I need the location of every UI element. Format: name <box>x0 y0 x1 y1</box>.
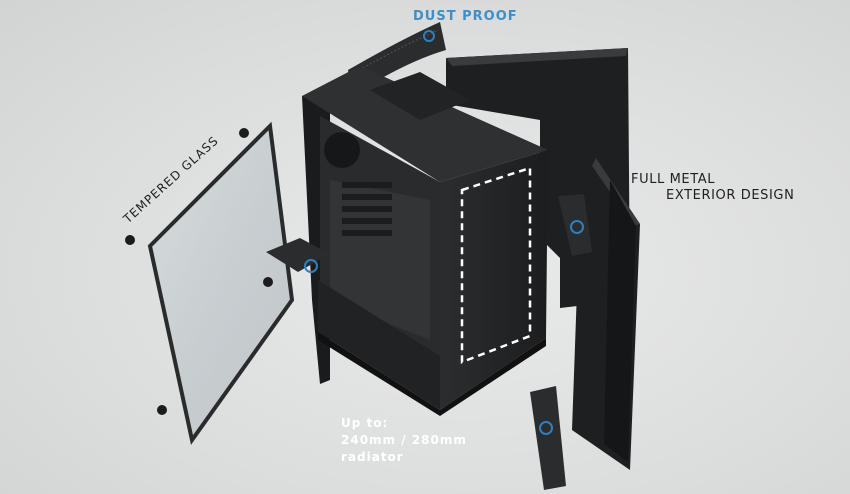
circle-marker-icon <box>539 421 553 435</box>
front-dust-filter-top <box>558 194 592 256</box>
full-metal-label: FULL METAL <box>631 172 716 187</box>
front-dust-filter-bottom <box>530 386 566 490</box>
circle-marker-icon <box>570 220 584 234</box>
radiator-label-line2: 240mm / 280mm <box>341 433 467 447</box>
bottom-dust-filter <box>266 238 330 272</box>
tempered-glass-panel <box>125 121 295 445</box>
radiator-label-line3: radiator <box>341 450 404 464</box>
dust-proof-label: DUST PROOF <box>413 9 518 24</box>
exterior-design-label: EXTERIOR DESIGN <box>666 188 795 203</box>
radiator-label-line1: Up to: <box>341 416 389 430</box>
circle-marker-icon <box>304 259 318 273</box>
circle-marker-icon <box>423 30 435 42</box>
chassis <box>302 66 548 416</box>
